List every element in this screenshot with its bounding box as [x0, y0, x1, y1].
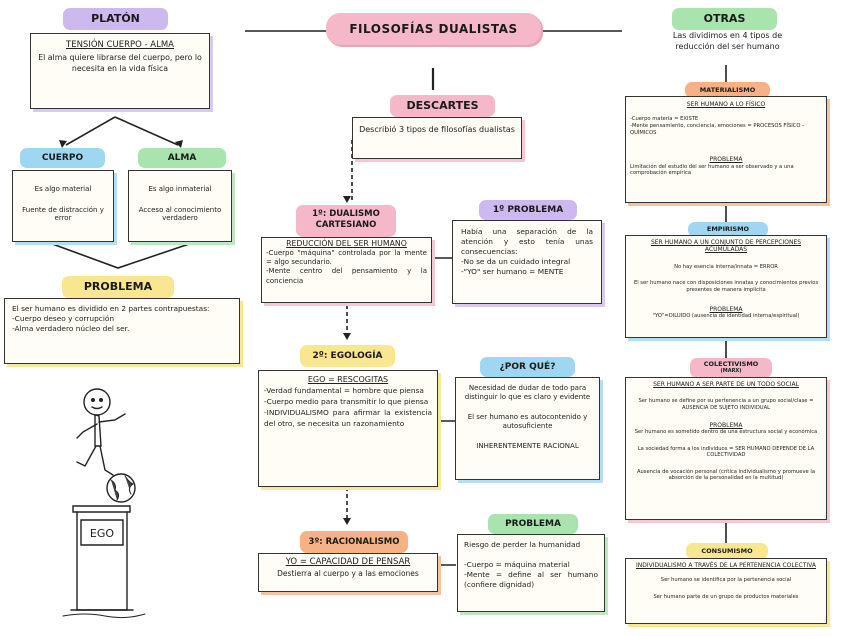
figure-head — [83, 388, 111, 416]
dualismo-subtitle: REDUCCIÓN DEL SER HUMANO — [286, 239, 407, 248]
egologia-text: -Verdad fundamental = hombre que piensa … — [264, 386, 432, 428]
empirismo-line1: No hay esencia interna/innata = ERROR — [674, 263, 778, 270]
platon-to-cuerpo-line — [65, 116, 116, 146]
empirismo-subtitle: SER HUMANO A UN CONJUNTO DE PERCEPCIONES… — [650, 239, 802, 254]
racionalismo-box: YO = CAPACIDAD DE PENSAR Destierra al cu… — [258, 553, 438, 592]
egologia-box: EGO = RESCOGITAS -Verdad fundamental = h… — [258, 370, 438, 487]
problema3-line1: Riesgo de perder la humanidad — [464, 540, 581, 549]
porque-line2: El ser humano es autocontenido y autosuf… — [467, 412, 588, 431]
arrowhead-racionalismo — [343, 518, 351, 525]
consumismo-line2: Ser humano parte de un grupo de producto… — [653, 594, 799, 600]
descartes-text: Describió 3 tipos de filosofías dualista… — [359, 125, 515, 134]
platon-problema-title: PROBLEMA — [62, 276, 174, 298]
racionalismo-text: Destierra al cuerpo y a las emociones — [277, 569, 419, 578]
alma-line2: Acceso al conocimiento verdadero — [138, 205, 222, 223]
materialismo-title: MATERIALISMO — [685, 82, 770, 98]
descartes-box: Describió 3 tipos de filosofías dualista… — [352, 117, 522, 159]
problema1-text: Había una separación de la atención y es… — [461, 227, 593, 276]
platon-problema-box: El ser humano es dividido en 2 partes co… — [4, 298, 240, 364]
materialismo-text: -Cuerpo materia = EXISTE -Mente pensamie… — [630, 116, 804, 136]
materialismo-problema-label: PROBLEMA — [709, 156, 743, 164]
empirismo-line2: El ser humano nace con disposiciones inn… — [633, 280, 819, 293]
consumismo-line1: Ser humano se identifica por la pertenen… — [660, 577, 792, 584]
arrowhead-egologia — [343, 333, 351, 340]
platon-title: PLATÓN — [63, 8, 168, 30]
colectivismo-note: (MARX) — [720, 368, 742, 374]
otras-text: Las dividimos en 4 tipos de reducción de… — [672, 31, 783, 51]
ego-label: EGO — [90, 527, 114, 540]
colectivismo-line3: La sociedad forma a los individuos = SER… — [637, 445, 815, 459]
egologia-subtitle: EGO = RESCOGITAS — [307, 375, 389, 384]
dualismo-box: REDUCCIÓN DEL SER HUMANO -Cuerpo "máquin… — [261, 237, 432, 303]
colectivismo-title: COLECTIVISMO (MARX) — [690, 358, 772, 378]
dualismo-title: 1º: DUALISMO CARTESIANO — [296, 205, 396, 237]
colectivismo-line2: Ser humano es sometido dentro de una est… — [634, 429, 818, 435]
arrowhead-cuerpo — [59, 140, 67, 148]
colectivismo-subtitle: SER HUMANO A SER PARTE DE UN TODO SOCIAL — [653, 381, 799, 388]
colectivismo-line1: Ser humano se define por su pertenencia … — [638, 398, 814, 411]
racionalismo-subtitle: YO = CAPACIDAD DE PENSAR — [285, 557, 411, 567]
consumismo-box: INDIVIDUALISMO A TRAVÉS DE LA PERTENENCI… — [625, 558, 827, 624]
empirismo-problema: "YO"=DILUIDO (ausencia de identidad inte… — [652, 313, 800, 319]
globe-icon — [106, 473, 136, 503]
problema1-box: Había una separación de la atención y es… — [452, 220, 602, 304]
alma-line1: Es algo inmaterial — [148, 185, 212, 193]
cuerpo-alma-to-problema-line — [46, 241, 196, 269]
platon-subtitle: TENSIÓN CUERPO - ALMA — [66, 40, 174, 50]
consumismo-subtitle: INDIVIDUALISMO A TRAVÉS DE LA PERTENENCI… — [636, 562, 816, 569]
materialismo-box: SER HUMANO A LO FÍSICO -Cuerpo materia =… — [625, 96, 827, 203]
problema3-line2: -Cuerpo = máquina material -Mente = defi… — [464, 559, 598, 589]
cuerpo-line2: Fuente de distracción y error — [22, 205, 104, 223]
platon-text: El alma quiere librarse del cuerpo, pero… — [38, 53, 202, 73]
colectivismo-line4: Ausencia de vocación personal (crítica i… — [636, 468, 816, 482]
consumismo-title: CONSUMISMO — [686, 543, 768, 559]
main-title-text: FILOSOFÍAS DUALISTAS — [349, 22, 518, 36]
colectivismo-box: SER HUMANO A SER PARTE DE UN TODO SOCIAL… — [625, 377, 827, 520]
arrowhead-alma — [175, 140, 183, 148]
colectivismo-problema-label: PROBLEMA — [709, 421, 743, 429]
dualismo-text: -Cuerpo "máquina" controlada por la ment… — [266, 248, 427, 285]
porque-line3: INHERENTEMENTE RACIONAL — [476, 441, 579, 450]
descartes-title: DESCARTES — [390, 95, 495, 117]
platon-problema-text: El ser humano es dividido en 2 partes co… — [12, 304, 210, 333]
alma-title: ALMA — [138, 148, 226, 168]
cuerpo-title: CUERPO — [20, 148, 105, 168]
main-title: FILOSOFÍAS DUALISTAS — [326, 13, 541, 45]
problema3-box: Riesgo de perder la humanidad -Cuerpo = … — [457, 534, 605, 612]
alma-box: Es algo inmaterial Acceso al conocimient… — [128, 170, 232, 242]
problema1-title: 1º PROBLEMA — [479, 200, 577, 220]
porque-title: ¿POR QUÉ? — [480, 357, 575, 377]
otras-title: OTRAS — [672, 8, 777, 30]
egologia-title: 2º: EGOLOGÍA — [300, 345, 395, 367]
problema3-title: PROBLEMA — [488, 514, 578, 534]
porque-line1: Necesidad de dudar de todo para distingu… — [464, 384, 591, 402]
cuerpo-box: Es algo material Fuente de distracción y… — [12, 170, 114, 242]
racionalismo-title: 3º: RACIONALISMO — [300, 531, 408, 553]
platon-to-alma-line — [114, 116, 179, 146]
cuerpo-line1: Es algo material — [34, 185, 92, 193]
empirismo-problema-label: PROBLEMA — [709, 305, 743, 313]
ego-figure-illustration: EGO — [62, 388, 146, 619]
materialismo-subtitle: SER HUMANO A LO FÍSICO — [686, 101, 766, 108]
platon-box: TENSIÓN CUERPO - ALMA El alma quiere lib… — [30, 33, 210, 109]
arrowhead-dualismo — [343, 196, 351, 203]
materialismo-problema: Limitación del estudio del ser humano a … — [630, 163, 794, 177]
empirismo-title: EMPIRISMO — [688, 222, 768, 237]
porque-box: Necesidad de dudar de todo para distingu… — [455, 377, 600, 480]
empirismo-box: SER HUMANO A UN CONJUNTO DE PERCEPCIONES… — [625, 235, 827, 338]
